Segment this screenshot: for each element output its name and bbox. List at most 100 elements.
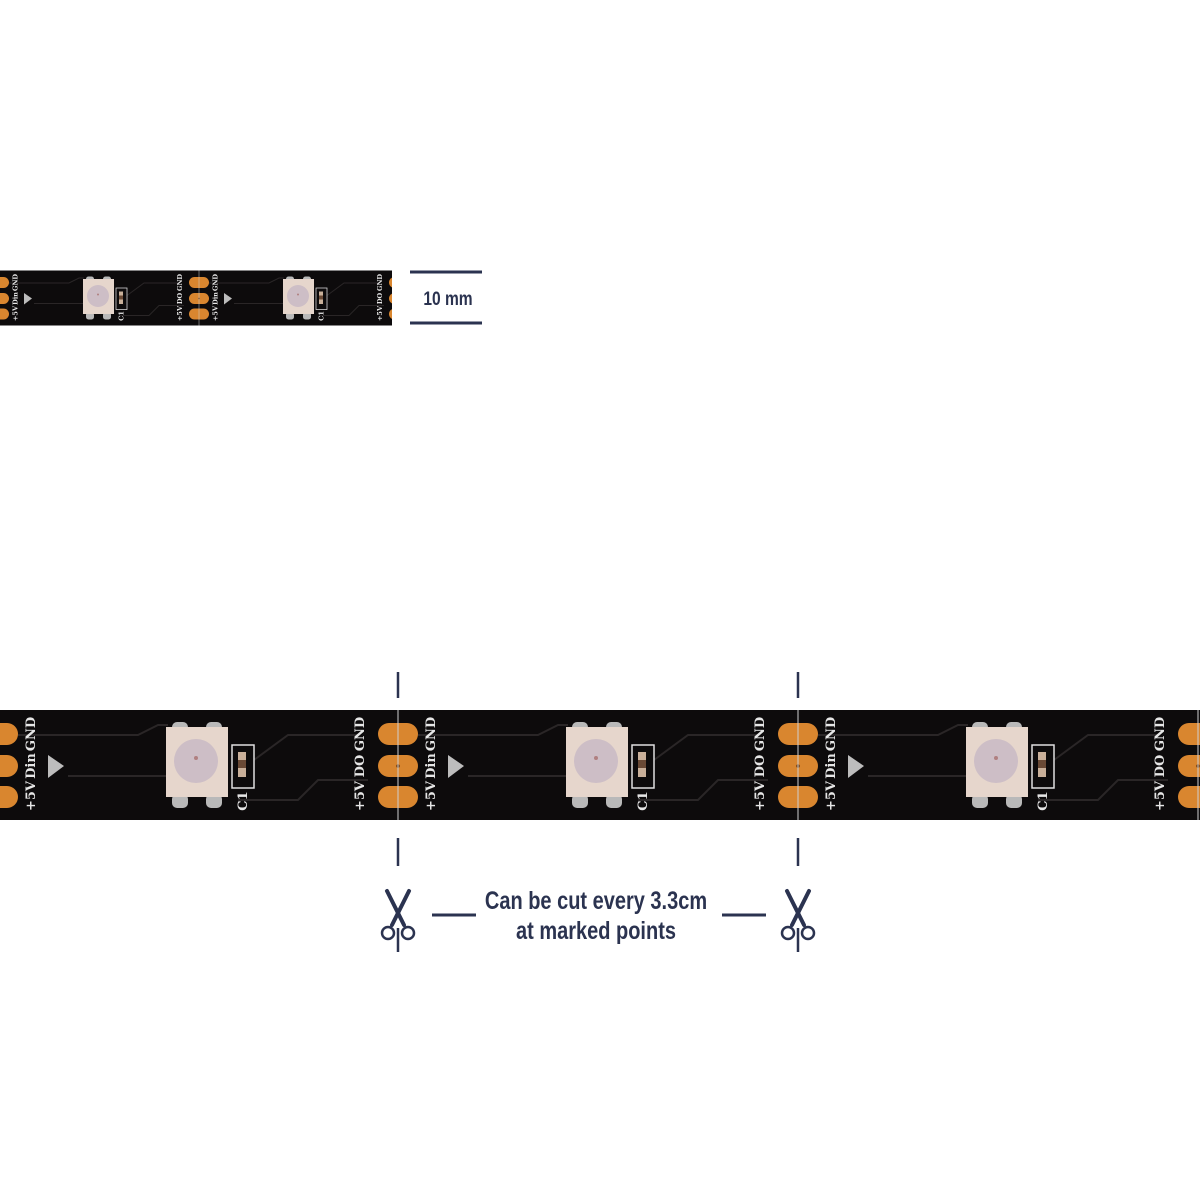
solder-pad — [389, 277, 392, 288]
solder-pad — [0, 755, 18, 777]
led-die — [994, 756, 998, 760]
pcb-traces — [209, 277, 384, 316]
output-label-0: +5V — [753, 780, 768, 811]
capacitor-body — [119, 295, 123, 300]
led-body — [483, 279, 514, 314]
pcb-traces — [9, 277, 184, 316]
input-label-2: GND — [612, 274, 620, 291]
capacitor-label: C1 — [318, 311, 326, 321]
input-arrow-icon — [848, 755, 864, 778]
input-label-0: +5V — [824, 780, 839, 811]
input-label-1: Din — [412, 292, 420, 305]
input-arrow-icon — [224, 293, 232, 305]
pcb-traces — [18, 724, 368, 801]
input-label-1: Din — [424, 753, 439, 779]
cut-markers — [380, 672, 816, 952]
led-leg — [303, 312, 311, 320]
led-die — [497, 294, 499, 296]
output-label-1: DO — [1153, 755, 1168, 778]
scissors-icon — [380, 889, 416, 941]
capacitor-outline — [716, 288, 727, 310]
capacitor-body — [638, 760, 646, 768]
solder-pad — [589, 277, 609, 288]
input-label-2: GND — [824, 717, 839, 751]
led-leg — [686, 313, 694, 320]
small-led-strip: +5VDOGND+5VDinGNDC1+5VDOGND+5VDinGNDC1+5… — [0, 270, 727, 326]
led-leg — [1006, 794, 1022, 808]
solder-pad — [0, 277, 9, 288]
output-label-0: +5V — [376, 305, 384, 321]
rgb-led — [83, 276, 114, 320]
rgb-led — [966, 722, 1028, 808]
rgb-led — [283, 276, 314, 320]
cut-note-line2: at marked points — [516, 917, 676, 945]
led-lens — [974, 739, 1018, 783]
output-label-2: GND — [576, 274, 584, 291]
input-label-0: +5V — [412, 305, 420, 321]
input-arrow-icon — [624, 293, 632, 305]
input-label-2: GND — [24, 717, 39, 751]
capacitor — [719, 292, 723, 305]
pcb-traces — [418, 724, 768, 801]
solder-pad — [0, 293, 9, 304]
solder-pad — [389, 293, 392, 304]
led-die — [697, 294, 699, 296]
solder-pad — [1178, 723, 1200, 745]
input-arrow-icon — [24, 293, 32, 305]
led-leg — [486, 313, 494, 320]
led-leg — [103, 312, 111, 320]
led-lens — [87, 285, 109, 307]
input-arrow-icon — [48, 755, 64, 778]
rgb-led — [683, 277, 714, 320]
capacitor-body — [238, 760, 246, 768]
scale-bar: 10 mm — [410, 270, 482, 325]
pad-via — [598, 298, 600, 300]
capacitor-label: C1 — [518, 311, 526, 321]
output-label-0: +5V — [576, 305, 584, 321]
capacitor-label: C1 — [1036, 791, 1051, 810]
capacitor-body — [719, 296, 723, 300]
capacitor-body — [519, 296, 523, 300]
capacitor-label: C1 — [636, 791, 651, 810]
rgb-led — [483, 277, 514, 320]
input-label-2: GND — [424, 717, 439, 751]
capacitor-label: C1 — [236, 791, 251, 810]
capacitor-outline — [115, 287, 128, 310]
led-lens — [174, 739, 218, 783]
rgb-led — [566, 722, 628, 808]
led-leg — [572, 794, 588, 808]
cut-marker-1 — [380, 672, 416, 952]
capacitor-outline — [631, 744, 655, 789]
input-label-0: +5V — [424, 780, 439, 811]
led-die — [594, 756, 598, 760]
solder-pad — [0, 786, 18, 808]
capacitor-label: C1 — [718, 311, 726, 321]
led-lens — [687, 285, 709, 307]
input-label-2: GND — [412, 274, 420, 291]
led-leg — [972, 794, 988, 808]
capacitor-outline — [315, 287, 328, 310]
output-label-1: DO — [576, 293, 584, 305]
led-die — [97, 293, 99, 296]
led-leg — [503, 313, 511, 320]
input-label-1: Din — [12, 292, 20, 305]
solder-pad — [1178, 755, 1200, 777]
led-leg — [703, 277, 711, 284]
led-leg — [486, 277, 494, 284]
input-label-0: +5V — [12, 305, 20, 321]
rgb-led — [166, 722, 228, 808]
capacitor-label: C1 — [118, 311, 126, 321]
output-label-0: +5V — [353, 780, 368, 811]
output-label-2: GND — [1153, 717, 1168, 751]
pcb-traces — [818, 724, 1168, 801]
scissors-icon — [780, 889, 816, 941]
input-label-0: +5V — [612, 305, 620, 321]
input-label-2: GND — [12, 274, 20, 291]
input-arrow-icon — [448, 755, 464, 778]
solder-pad — [0, 723, 18, 745]
